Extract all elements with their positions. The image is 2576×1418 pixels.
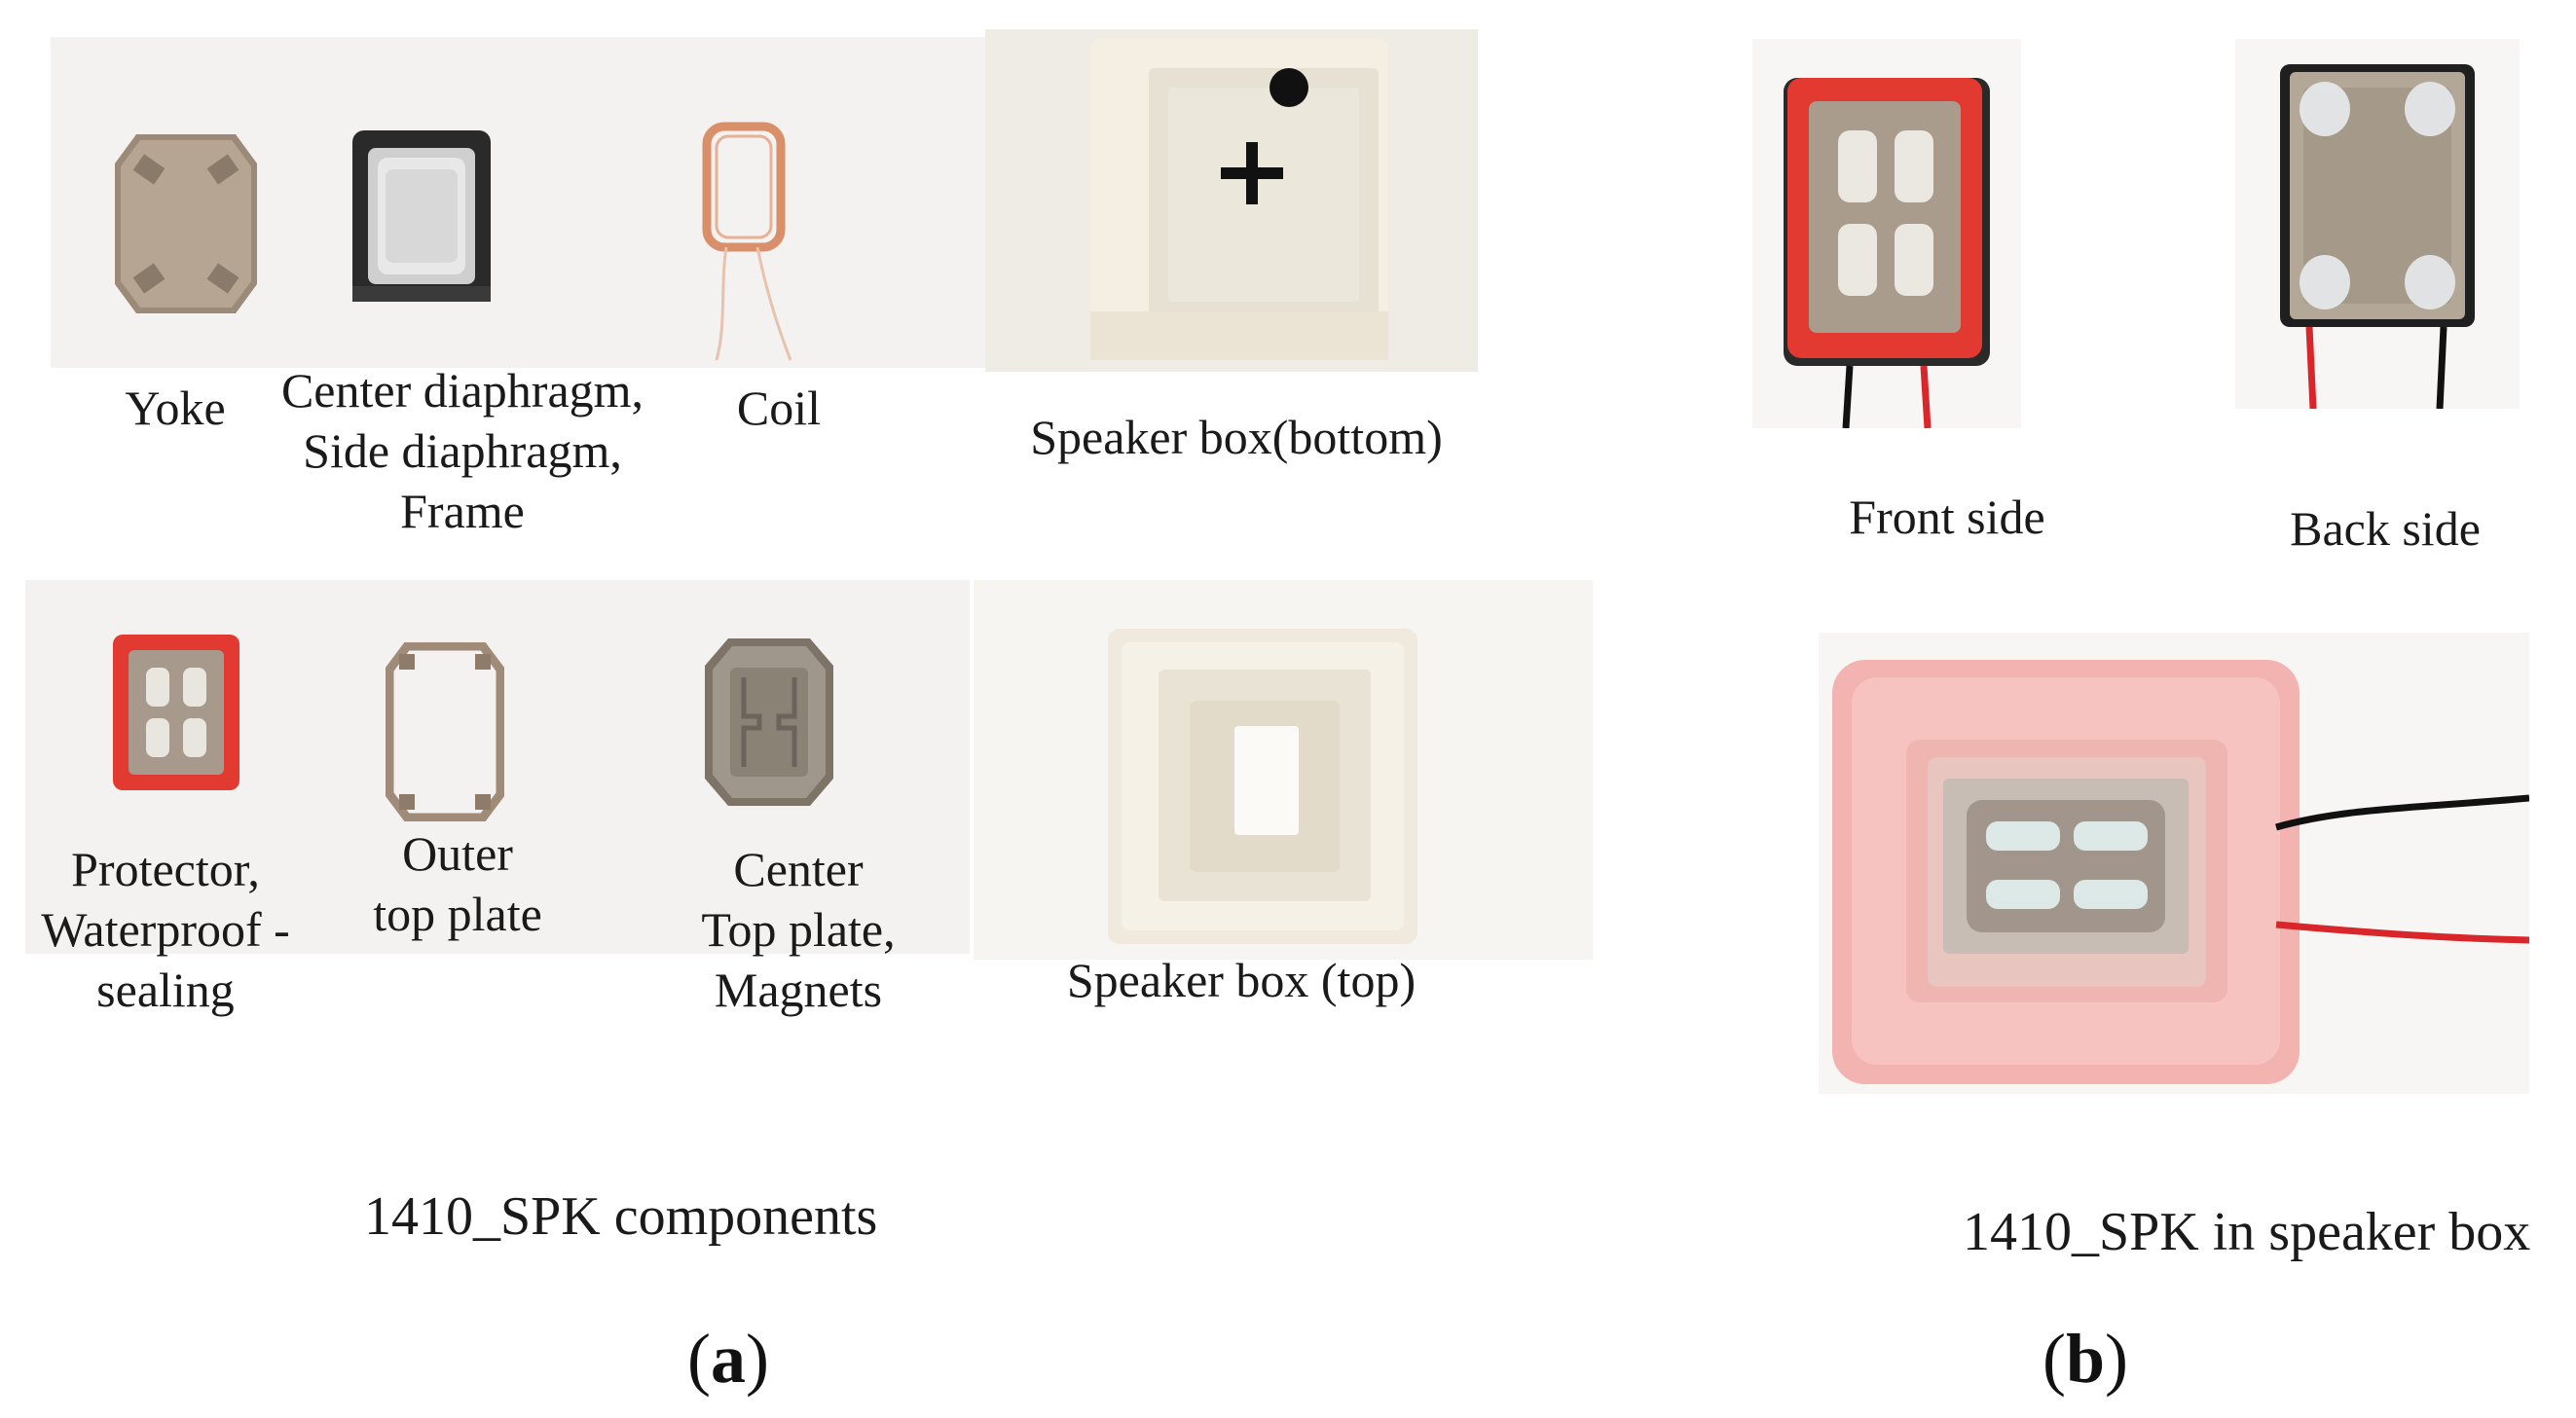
label-coil: Coil — [736, 381, 822, 435]
protector-photo — [113, 635, 239, 790]
diaphragm-frame-photo — [352, 130, 491, 302]
panel-letter-b: (b) — [2042, 1320, 2129, 1398]
outer-top-plate-photo — [386, 642, 504, 821]
label-protector: Protector, Waterproof - sealing — [41, 842, 290, 1017]
panel-letter-a: (a) — [687, 1320, 769, 1398]
speaker-box-bottom-photo — [985, 29, 1478, 372]
label-center-top-plate: Center Top plate, Magnets — [701, 842, 896, 1017]
label-yoke: Yoke — [125, 381, 226, 435]
speaker-box-top-photo — [974, 580, 1593, 960]
label-diaphragm: Center diaphragm, Side diaphragm, Frame — [280, 363, 644, 538]
label-speaker-box-top: Speaker box (top) — [1066, 953, 1417, 1007]
front-side-photo — [1752, 39, 2021, 428]
yoke-photo — [115, 134, 257, 313]
caption-panel-b: 1410_SPK in speaker box — [1963, 1202, 2531, 1262]
label-front-side: Front side — [1849, 490, 2045, 544]
back-side-photo — [2235, 39, 2520, 409]
label-back-side: Back side — [2290, 501, 2481, 556]
caption-panel-a: 1410_SPK components — [364, 1186, 878, 1247]
speaker-in-box-photo — [1819, 633, 2529, 1094]
center-top-plate-photo — [705, 638, 833, 806]
coil-photo — [702, 122, 792, 361]
label-speaker-box-bottom: Speaker box(bottom) — [1030, 410, 1443, 464]
label-outer-top-plate: Outer top plate — [373, 826, 542, 941]
